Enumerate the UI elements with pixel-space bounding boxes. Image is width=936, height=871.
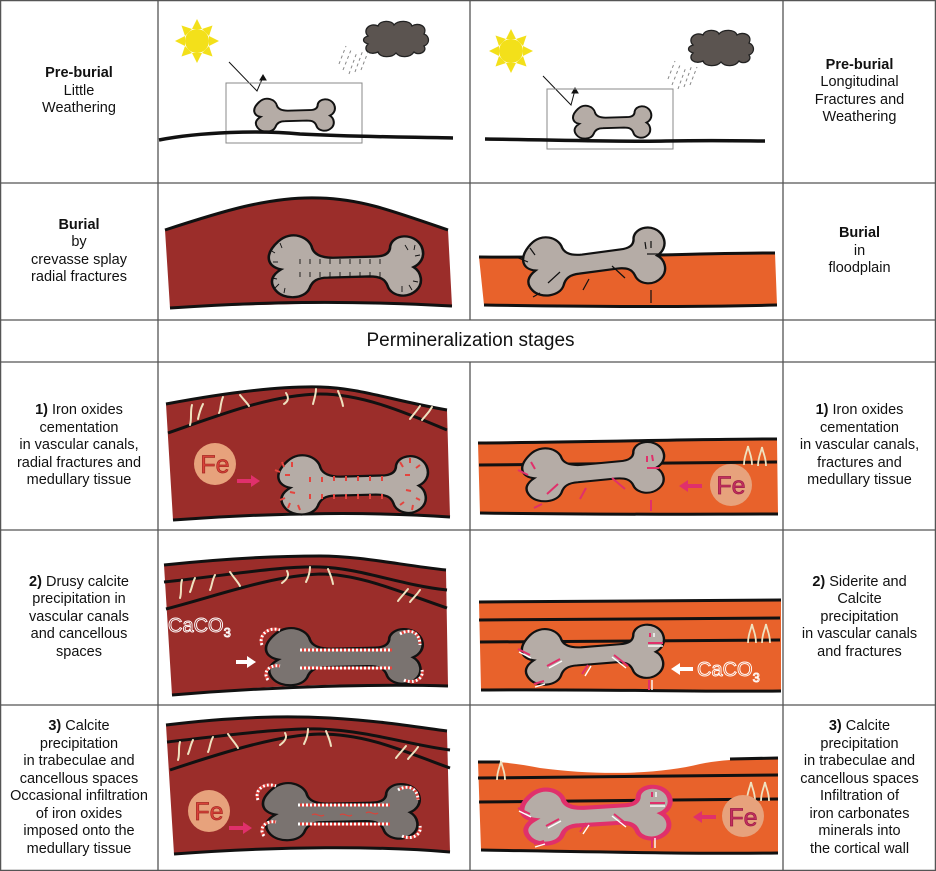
cloud-icon	[687, 29, 755, 67]
label-stage-3-left: 3) Calcite precipitation in trabeculae a…	[0, 705, 158, 871]
iron-oxide-medullary	[311, 811, 379, 817]
iron-fe-badge: Fe	[188, 790, 230, 832]
label-title: 3)	[828, 718, 842, 734]
label-text: in floodplain	[828, 242, 891, 277]
sunray-arrow-icon	[228, 61, 267, 92]
pre-burial-left-scene	[158, 19, 454, 144]
label-title: Pre-burial	[825, 56, 894, 73]
iron-label: Fe	[194, 798, 223, 826]
label-title: 3)	[48, 718, 62, 734]
rain-icon	[338, 45, 369, 75]
calcite-label: CaCO3	[697, 659, 760, 685]
burial-floodplain-scene	[478, 223, 778, 308]
calcite-trabeculae-infill	[255, 783, 422, 840]
calcite-crystals	[517, 792, 665, 848]
label-stage-2-left: 2) Drusy calcite precipitation in vascul…	[0, 530, 158, 705]
stage-3-right-scene: Fe	[477, 756, 779, 855]
label-text: Calcite precipitation in trabeculae and …	[800, 718, 919, 857]
sunray-arrow-icon	[542, 75, 579, 106]
vascular-canals	[177, 728, 419, 761]
label-title: 2)	[29, 573, 42, 590]
permineralization-header: Permineralization stages	[158, 320, 783, 362]
label-title: 1)	[35, 402, 48, 419]
vascular-canals	[189, 388, 433, 426]
iron-label: Fe	[728, 804, 757, 832]
vascular-canals	[496, 760, 770, 802]
stage-1-right-scene: Fe	[477, 437, 779, 516]
focus-box	[225, 82, 363, 144]
sun-icon	[489, 29, 533, 73]
stage-3-left-scene: Fe	[165, 715, 451, 856]
burial-crevasse-scene	[164, 196, 453, 310]
vascular-canals	[743, 445, 767, 467]
iron-label: Fe	[200, 451, 229, 479]
iron-fe-badge: Fe	[710, 464, 752, 506]
iron-fe-badge: Fe	[194, 443, 236, 485]
bone-icon	[572, 104, 653, 140]
label-title: Burial	[58, 216, 100, 233]
iron-oxide-infill	[274, 458, 421, 511]
header-title: Permineralization stages	[366, 330, 575, 352]
label-text: Little Weathering	[42, 82, 116, 117]
longitudinal-fractures	[515, 241, 660, 303]
iron-oxide-fractures	[517, 454, 659, 511]
stage-2-left-scene: CaCO3	[163, 554, 449, 697]
pre-burial-right-scene	[484, 29, 766, 150]
cloud-icon	[362, 20, 430, 58]
calcite-arrow-icon	[671, 663, 693, 675]
iron-fe-badge: Fe	[722, 795, 764, 837]
iron-arrow-icon	[679, 480, 702, 492]
sun-icon	[175, 19, 219, 63]
label-text: Calcite precipitation in trabeculae and …	[10, 718, 148, 857]
radial-fractures	[269, 242, 421, 294]
iron-arrow-icon	[693, 811, 716, 823]
label-title: Pre-burial	[45, 65, 113, 82]
vascular-canals	[747, 623, 771, 644]
label-text: by crevasse splay radial fractures	[31, 234, 127, 285]
drusy-calcite-infill	[259, 627, 424, 684]
iron-arrow-icon	[229, 822, 252, 834]
stage-1-left-scene: Fe	[165, 385, 451, 522]
label-stage-3-right: 3) Calcite precipitation in trabeculae a…	[783, 705, 936, 871]
label-text: Longitudinal Fractures and Weathering	[814, 74, 905, 125]
siderite-calcite-crystals	[517, 633, 663, 690]
calcite-label: CaCO3	[168, 615, 231, 640]
label-title: Burial	[838, 225, 881, 242]
focus-box	[546, 88, 674, 150]
rain-icon	[667, 60, 698, 90]
label-text: Iron oxides cementation in vascular cana…	[799, 402, 920, 489]
ground-line	[484, 137, 766, 144]
label-title: 2)	[812, 573, 826, 590]
label-stage-1-right: 1) Iron oxides cementation in vascular c…	[783, 362, 936, 530]
label-stage-1-left: 1) Iron oxides cementation in vascular c…	[0, 362, 158, 530]
label-stage-2-right: 2) Siderite and Calcite precipitation in…	[783, 530, 936, 705]
iron-arrow-icon	[237, 475, 260, 487]
label-text: Iron oxides cementation in vascular cana…	[16, 402, 142, 489]
label-title: 1)	[815, 402, 829, 419]
iron-label: Fe	[716, 472, 745, 500]
label-text: Siderite and Calcite precipitation in va…	[801, 573, 918, 660]
label-text: Drusy calcite precipitation in vascular …	[29, 573, 129, 660]
stage-2-right-scene: CaCO3	[478, 598, 782, 693]
bone-icon	[253, 97, 336, 133]
vascular-canals	[179, 566, 421, 603]
calcite-arrow-icon	[236, 656, 256, 668]
ground-line	[158, 130, 454, 142]
